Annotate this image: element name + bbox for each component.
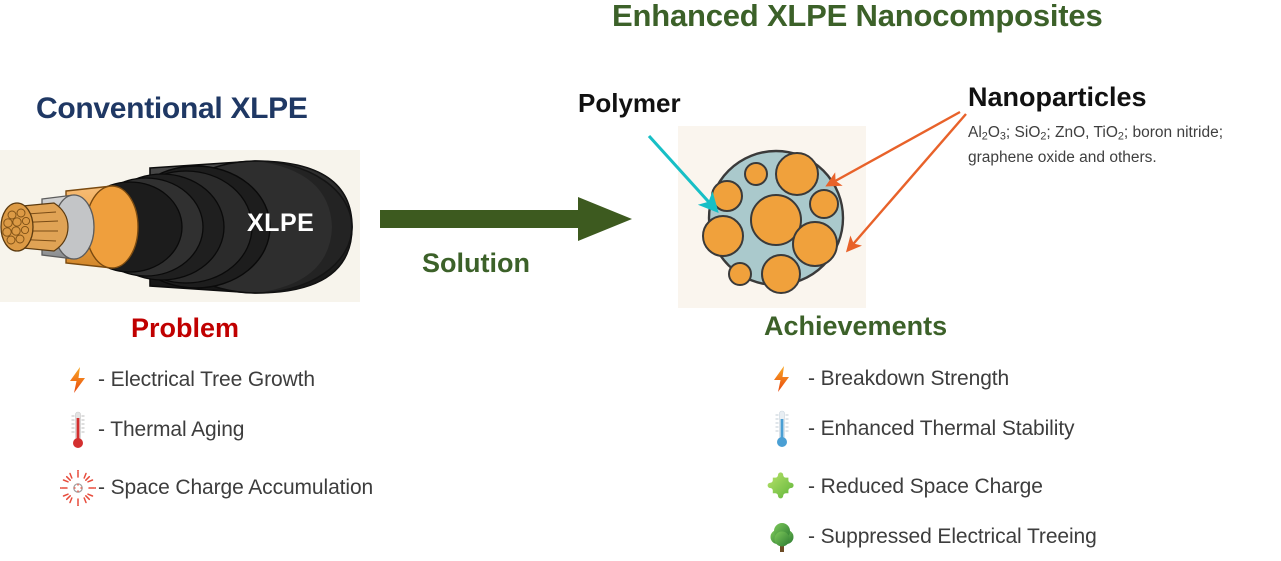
nanoparticle-group [702, 152, 839, 294]
list-item-label: - Electrical Tree Growth [98, 368, 315, 391]
polymer-label: Polymer [578, 88, 681, 118]
puzzle-piece-icon [762, 470, 802, 504]
list-item-label: - Breakdown Strength [808, 367, 1010, 390]
nanoparticles-description: Al2O3; SiO2; ZnO, TiO2; boron nitride; g… [968, 124, 1224, 167]
list-item: - Space Charge Accumulation [58, 470, 374, 506]
page-title: Enhanced XLPE Nanocomposites [612, 0, 1103, 33]
nanoparticles-label: Nanoparticles [968, 82, 1147, 112]
list-item: - Enhanced Thermal Stability [762, 410, 1075, 447]
list-item-label: - Suppressed Electrical Treeing [808, 525, 1097, 548]
xlpe-cable-illustration [0, 160, 353, 294]
solution-arrow [380, 197, 632, 241]
achievements-heading: Achievements [764, 311, 948, 341]
nanocomposite-cross-section [702, 149, 845, 294]
list-item: - Electrical Tree Growth [58, 363, 315, 397]
list-item-label: - Space Charge Accumulation [98, 476, 374, 499]
list-item-label: - Enhanced Thermal Stability [808, 417, 1075, 440]
list-item: - Reduced Space Charge [762, 470, 1043, 504]
solution-label: Solution [422, 248, 530, 278]
tree-icon [762, 520, 802, 554]
thermometer-icon [58, 411, 98, 448]
list-item-label: - Thermal Aging [98, 418, 245, 441]
list-item: - Thermal Aging [58, 411, 245, 448]
problem-heading: Problem [131, 313, 240, 343]
list-item: - Breakdown Strength [762, 362, 1009, 396]
cable-label: XLPE [247, 209, 315, 237]
list-item: - Suppressed Electrical Treeing [762, 520, 1097, 554]
left-section-title: Conventional XLPE [36, 92, 308, 125]
thermometer-blue-icon [762, 410, 802, 447]
lightning-bolt-icon [58, 363, 98, 397]
starburst-charge-icon [58, 470, 98, 506]
list-item-label: - Reduced Space Charge [808, 475, 1043, 498]
lightning-bolt-icon [762, 362, 802, 396]
